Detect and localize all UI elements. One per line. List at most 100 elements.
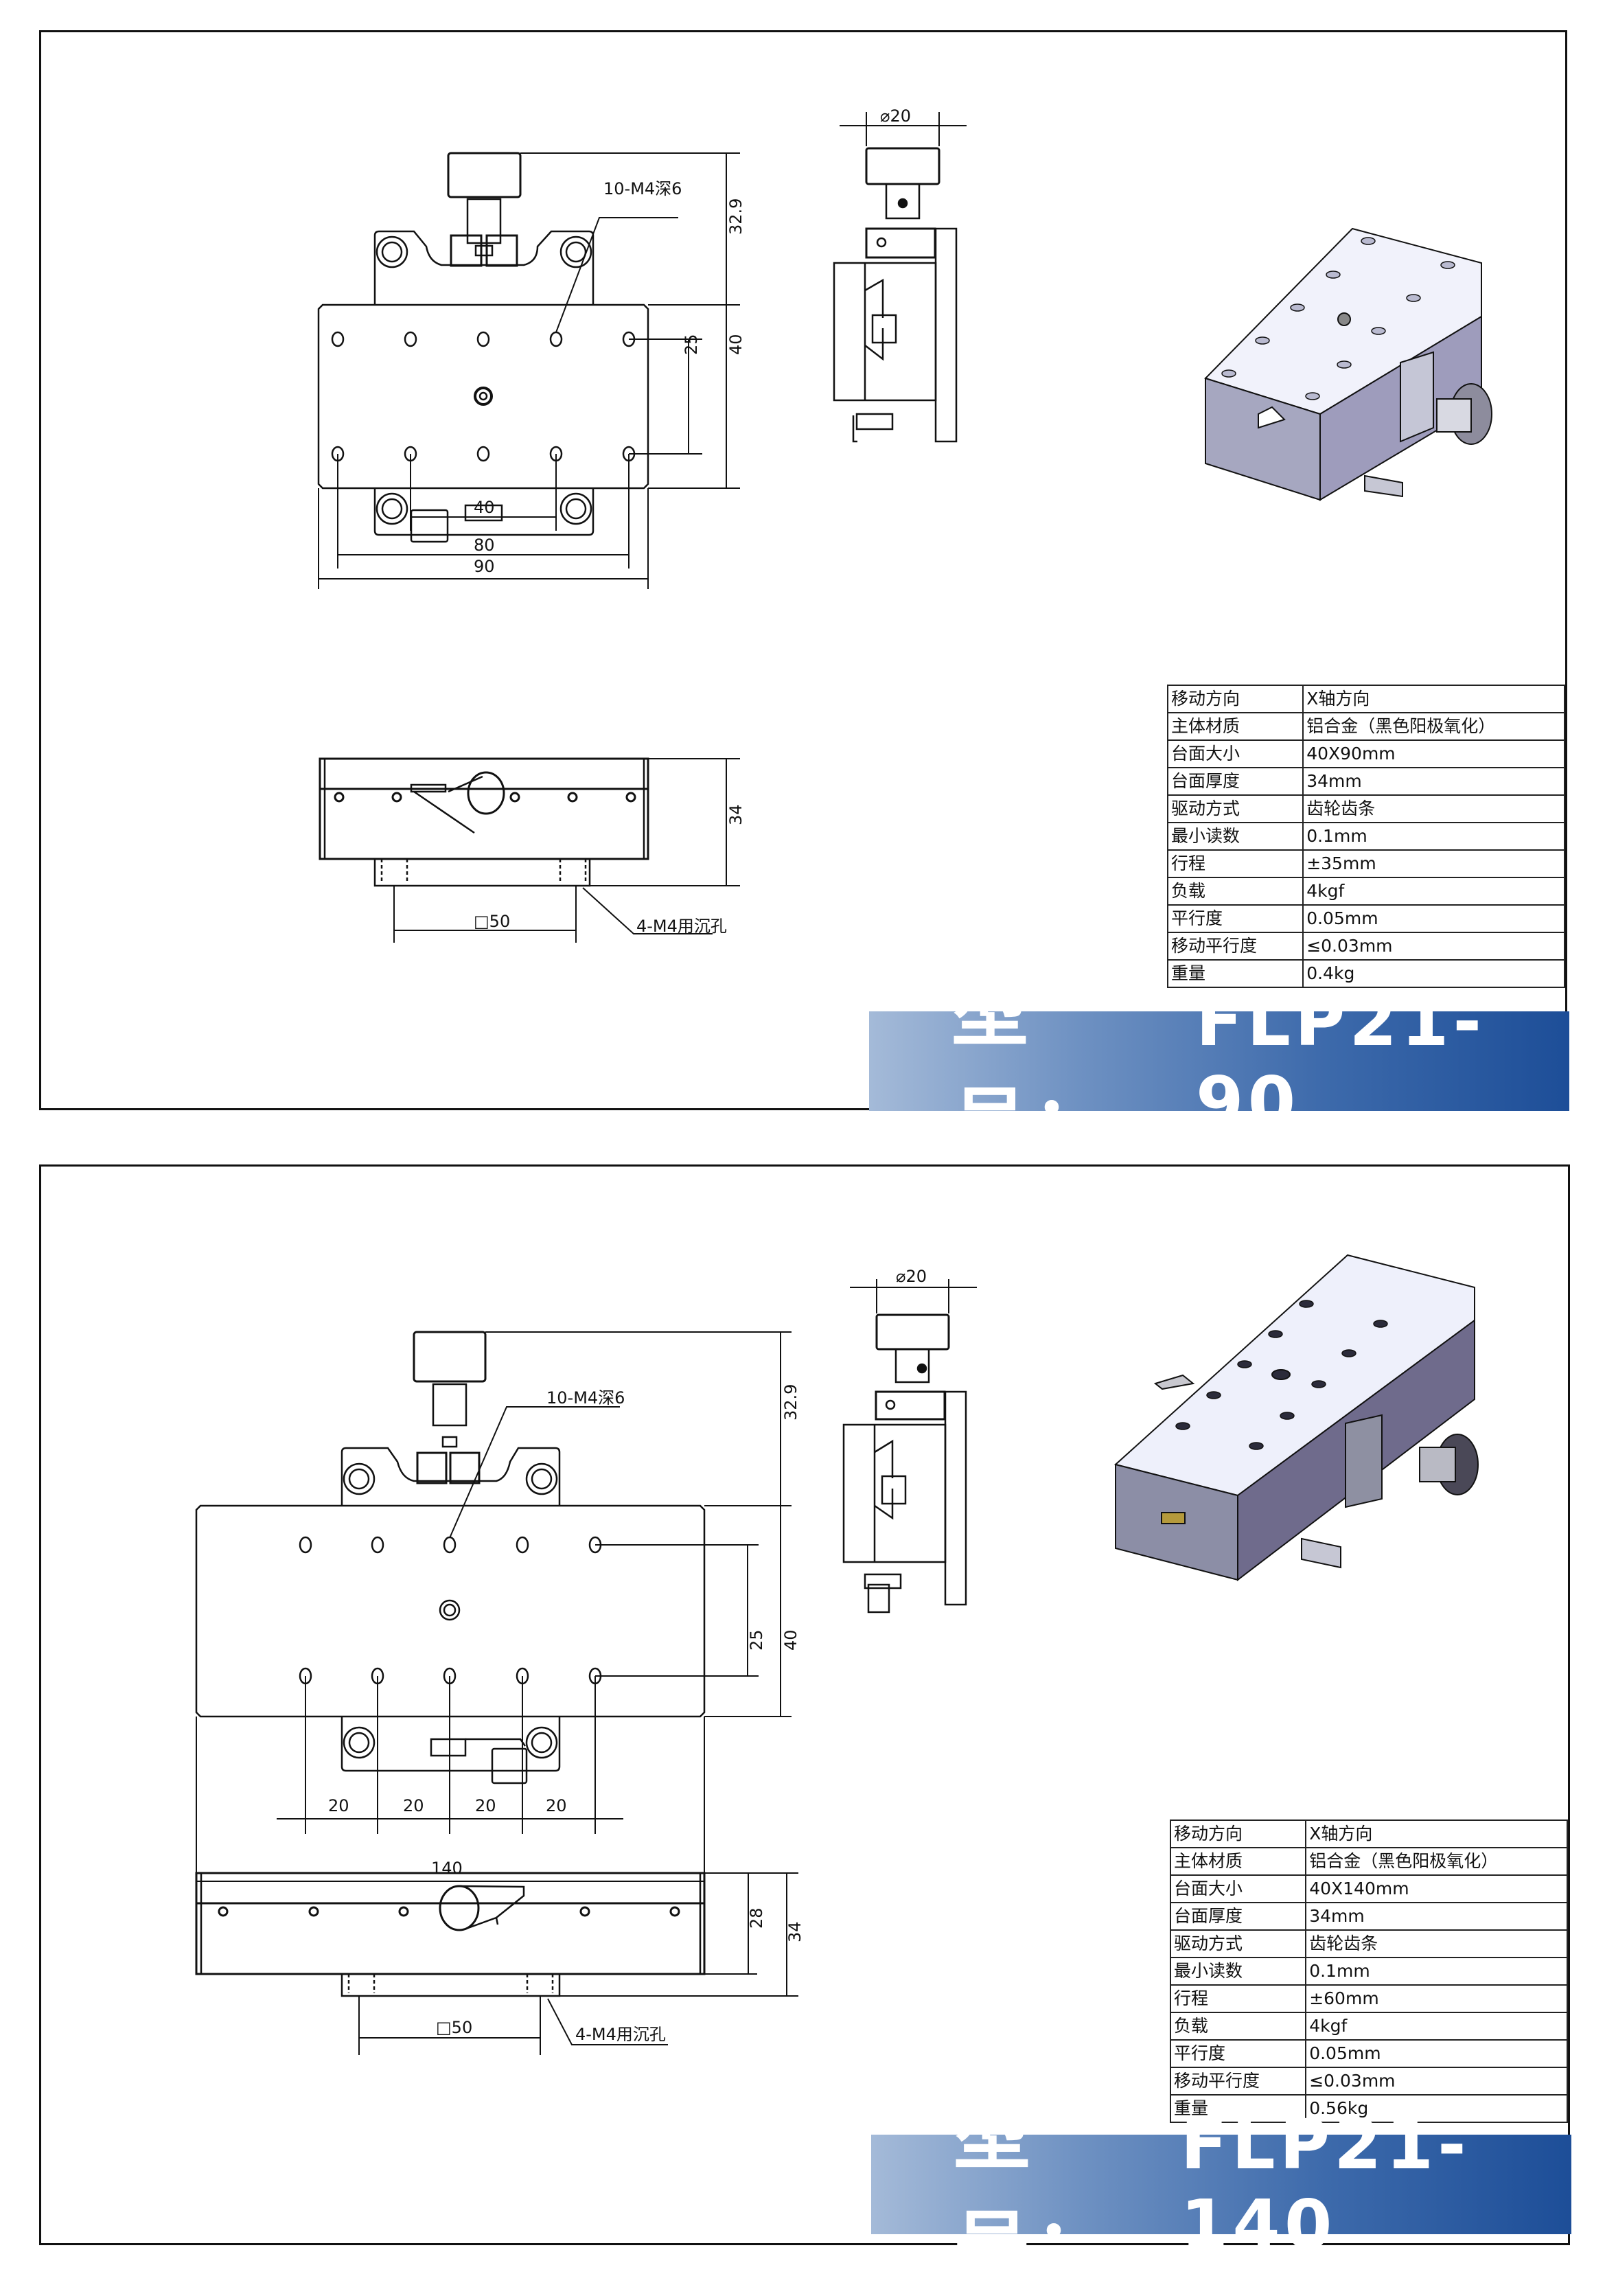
spec-label: 台面大小 — [1169, 1874, 1307, 1903]
spec-value: 34mm — [1302, 767, 1565, 796]
spec-value: 齿轮齿条 — [1305, 1929, 1568, 1958]
dim-knob-height: 32.9 — [726, 198, 746, 235]
model-banner: 型号： FLP21-140 — [871, 2091, 1571, 2292]
side-holes — [218, 1906, 680, 1917]
knob-outline — [447, 152, 522, 198]
mounting-holes — [299, 1536, 602, 1685]
side-view — [842, 1279, 977, 1614]
dim-width: 40 — [781, 1629, 800, 1651]
spec-row: 移动平行度≤0.03mm — [1169, 2067, 1568, 2096]
model-label: 型号： — [954, 2091, 1116, 2292]
spec-value: 0.4kg — [1302, 959, 1565, 988]
spec-label: 负载 — [1166, 877, 1304, 906]
spec-label: 驱动方式 — [1166, 794, 1304, 823]
spec-value: ≤0.03mm — [1302, 932, 1565, 961]
spec-row: 驱动方式齿轮齿条 — [1169, 1929, 1568, 1958]
spec-value: 铝合金（黑色阳极氧化） — [1305, 1847, 1568, 1876]
spec-value: 齿轮齿条 — [1302, 794, 1565, 823]
spec-value: 34mm — [1305, 1902, 1568, 1931]
spec-label: 主体材质 — [1166, 712, 1304, 741]
spec-value: ±35mm — [1302, 849, 1565, 878]
model-label: 型号： — [951, 967, 1113, 1169]
spec-label: 移动平行度 — [1166, 932, 1304, 961]
spec-value: 0.05mm — [1305, 2039, 1568, 2068]
spec-label: 最小读数 — [1169, 1957, 1307, 1986]
spec-value: 0.05mm — [1302, 904, 1565, 933]
spec-label: 移动方向 — [1169, 1819, 1307, 1848]
spec-label: 重量 — [1166, 959, 1304, 988]
technical-drawing-flp21-140: 10-M4深6 32.9 25 40 20 20 20 20 140 ⌀20 — [195, 1254, 1479, 2055]
spec-label: 行程 — [1166, 849, 1304, 878]
product-3d-render — [1204, 227, 1492, 501]
spec-label: 重量 — [1169, 2094, 1307, 2123]
callout-base: 4-M4用沉孔 — [636, 917, 727, 936]
spec-label: 驱动方式 — [1169, 1929, 1307, 1958]
dim-knob-diameter: ⌀20 — [896, 1267, 927, 1286]
spec-label: 行程 — [1169, 1984, 1307, 2013]
spec-label: 平行度 — [1169, 2039, 1307, 2068]
dim-length: 90 — [474, 557, 495, 576]
spec-row: 移动平行度≤0.03mm — [1166, 932, 1565, 961]
spec-row: 主体材质铝合金（黑色阳极氧化） — [1166, 712, 1565, 741]
dim-body-height: 28 — [747, 1907, 766, 1929]
spec-value: 0.56kg — [1305, 2094, 1568, 2123]
top-view — [195, 1331, 792, 1890]
spec-label: 移动方向 — [1166, 685, 1304, 713]
spec-label: 台面大小 — [1166, 739, 1304, 768]
product-sheet-flp21-140: 10-M4深6 32.9 25 40 20 20 20 20 140 ⌀20 — [39, 1164, 1571, 2292]
dim-hole-pitch-y: 25 — [682, 334, 701, 355]
dim-knob-diameter: ⌀20 — [880, 106, 911, 126]
spec-value: 0.1mm — [1302, 822, 1565, 851]
product-3d-render — [1113, 1254, 1479, 1582]
spec-label: 平行度 — [1166, 904, 1304, 933]
technical-drawing-flp21-90: 10-M4深6 32.9 25 40 40 80 90 ⌀20 — [317, 106, 1492, 943]
dim-hole-80: 80 — [474, 536, 495, 555]
product-sheet-flp21-90: 10-M4深6 32.9 25 40 40 80 90 ⌀20 — [39, 30, 1569, 1169]
spec-label: 移动平行度 — [1169, 2067, 1307, 2096]
front-view — [319, 757, 740, 943]
callout-holes-label: 10-M4深6 — [603, 179, 682, 198]
spec-value: ±60mm — [1305, 1984, 1568, 2013]
spec-value: 铝合金（黑色阳极氧化） — [1302, 712, 1565, 741]
dim-knob-height: 32.9 — [781, 1384, 800, 1421]
spec-label: 台面厚度 — [1169, 1902, 1307, 1931]
spec-row: 主体材质铝合金（黑色阳极氧化） — [1169, 1847, 1568, 1876]
dim-base: □50 — [474, 912, 510, 931]
dim-length: 140 — [431, 1859, 463, 1878]
dim-pitch: 20 — [328, 1796, 349, 1815]
spec-value: 4kgf — [1305, 2012, 1568, 2041]
spec-value: X轴方向 — [1305, 1819, 1568, 1848]
spec-row: 行程±60mm — [1169, 1984, 1568, 2013]
dim-pitch: 20 — [475, 1796, 496, 1815]
model-banner: 型号： FLP21-90 — [869, 968, 1569, 1169]
dim-pitch: 20 — [403, 1796, 424, 1815]
mounting-holes — [331, 331, 636, 462]
stage-plate — [195, 1504, 706, 1718]
dim-pitch: 20 — [546, 1796, 567, 1815]
spec-value: 0.1mm — [1305, 1957, 1568, 1986]
side-holes — [334, 792, 636, 803]
model-number: FLP21-140 — [1180, 2104, 1470, 2265]
top-view — [317, 152, 740, 589]
spec-label: 台面厚度 — [1166, 767, 1304, 796]
spec-label: 负载 — [1169, 2012, 1307, 2041]
spec-value: 40X90mm — [1302, 739, 1565, 768]
side-view — [833, 112, 967, 443]
front-view — [195, 1872, 798, 2055]
model-number: FLP21-90 — [1196, 980, 1486, 1142]
dim-base: □50 — [436, 2018, 472, 2037]
spec-row: 行程±35mm — [1166, 849, 1565, 878]
callout-holes-label: 10-M4深6 — [546, 1388, 625, 1408]
dim-width: 40 — [726, 334, 746, 355]
